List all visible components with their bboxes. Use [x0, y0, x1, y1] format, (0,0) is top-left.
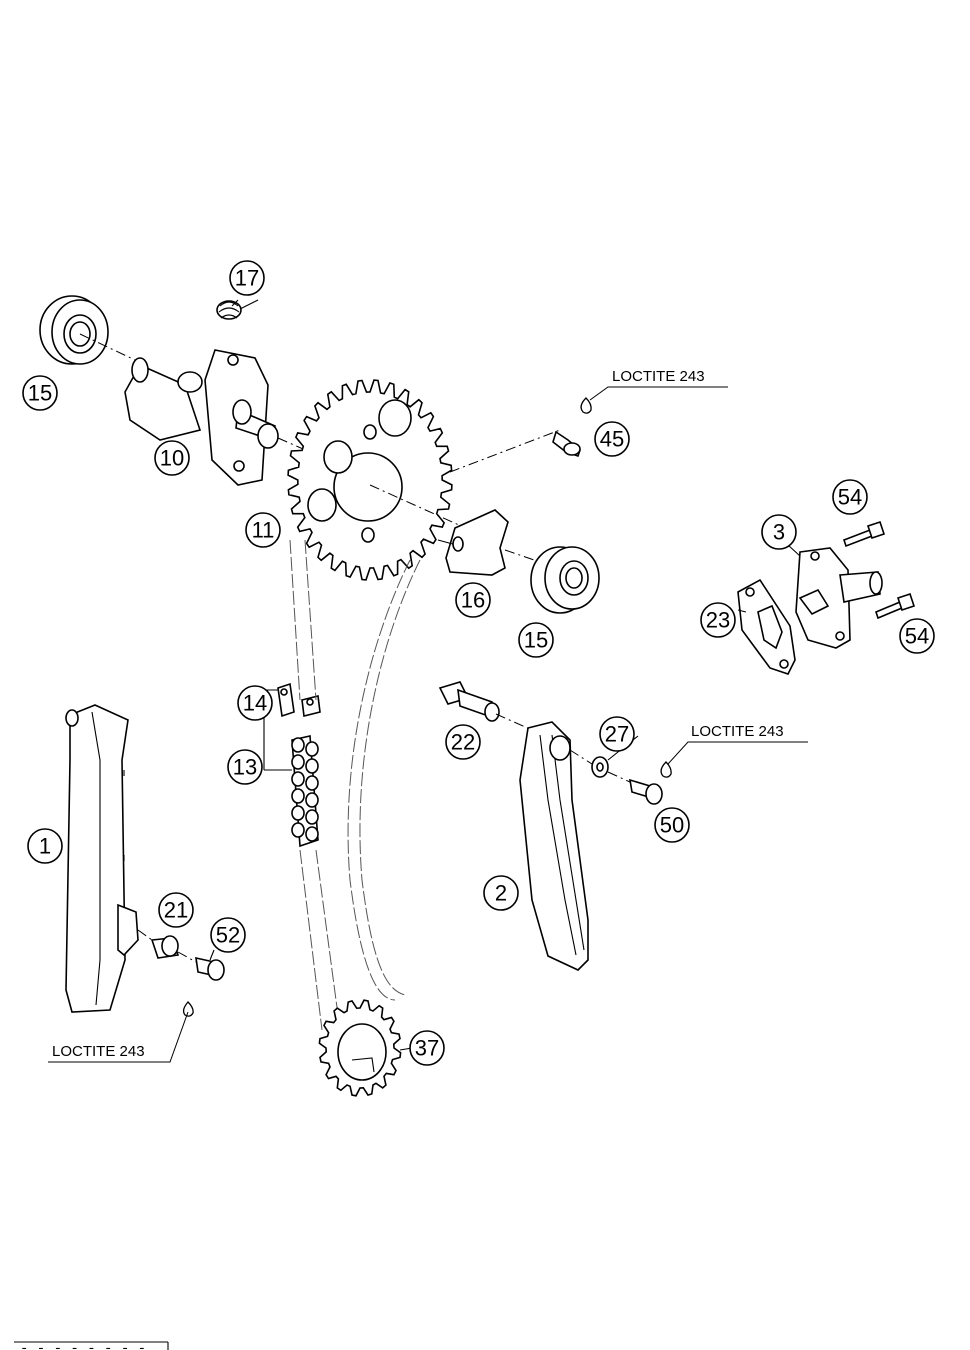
svg-text:LOCTITE 243: LOCTITE 243 [691, 723, 784, 740]
callout-52: 52 [210, 917, 246, 953]
bolt-52 [177, 951, 225, 1017]
callout-54-top: 54 [832, 479, 868, 515]
svg-text:16: 16 [461, 588, 485, 613]
callout-13: 13 [227, 749, 263, 785]
svg-text:13: 13 [233, 755, 257, 780]
cam-sprocket-11 [287, 379, 561, 581]
callout-54-bottom: 54 [899, 618, 935, 654]
svg-text:45: 45 [600, 427, 624, 452]
leader-lines [209, 299, 801, 1051]
bolt-45 [552, 397, 592, 458]
callout-23: 23 [700, 602, 736, 638]
callout-11: 11 [245, 512, 281, 548]
svg-text:2: 2 [495, 881, 507, 906]
chain-roller [305, 809, 319, 825]
svg-text:11: 11 [252, 518, 275, 543]
svg-text:17: 17 [235, 266, 259, 291]
chain-roller [291, 754, 305, 770]
spring-17 [216, 299, 259, 320]
chain-roller [291, 805, 305, 821]
callout-16: 16 [455, 582, 491, 618]
callout-45: 45 [594, 421, 630, 457]
svg-text:1: 1 [39, 834, 51, 859]
loctite-note-right: LOCTITE 243 [667, 723, 808, 765]
svg-text:27: 27 [605, 722, 629, 747]
callout-27: 27 [599, 716, 635, 752]
chain-roller [291, 737, 305, 753]
crank-sprocket-37 [318, 999, 402, 1097]
svg-text:15: 15 [524, 628, 548, 653]
callout-1: 1 [27, 828, 63, 864]
svg-text:37: 37 [415, 1036, 439, 1061]
chain-tensioner-3 [795, 547, 883, 649]
camshaft-10 [124, 349, 311, 486]
loctite-note-left: LOCTITE 243 [48, 1011, 189, 1063]
chain-link-14 [277, 682, 321, 718]
callout-15-right: 15 [518, 622, 554, 658]
svg-text:15: 15 [28, 381, 52, 406]
footer-code: - - - - - - - - [14, 1341, 169, 1350]
chain-loop-right [347, 559, 411, 1001]
bracket-16 [437, 509, 541, 576]
chain-roller [305, 741, 319, 757]
svg-text:14: 14 [243, 691, 267, 716]
loctite-note-top: LOCTITE 243 [589, 368, 728, 401]
svg-text:LOCTITE 243: LOCTITE 243 [52, 1043, 145, 1060]
washer-27 [591, 756, 631, 783]
bolt-54-bottom [875, 592, 916, 620]
bearing-15-right [530, 546, 600, 614]
chain-roller [291, 822, 305, 838]
callout-17: 17 [229, 260, 265, 296]
callout-10: 10 [154, 440, 190, 476]
svg-text:23: 23 [706, 608, 730, 633]
svg-text:3: 3 [773, 520, 785, 545]
chain-roller [291, 788, 305, 804]
timing-chain-13 [289, 539, 341, 1031]
svg-text:52: 52 [216, 923, 240, 948]
tensioner-rail-2 [519, 721, 593, 971]
svg-text:10: 10 [160, 446, 184, 471]
chain-roller [305, 758, 319, 774]
svg-text:50: 50 [660, 813, 684, 838]
callout-50: 50 [654, 807, 690, 843]
chain-roller [291, 771, 305, 787]
svg-text:22: 22 [451, 730, 475, 755]
chain-roller [305, 775, 319, 791]
svg-text:54: 54 [838, 485, 862, 510]
pivot-bolt-22 [438, 681, 533, 731]
callout-14: 14 [237, 685, 273, 721]
gasket-23 [737, 578, 796, 675]
bolt-50 [628, 761, 672, 805]
bushing-21 [137, 929, 180, 959]
callout-37: 37 [409, 1030, 445, 1066]
chain-roller [305, 792, 319, 808]
bolt-54-top [842, 520, 886, 548]
svg-text:21: 21 [164, 898, 188, 923]
callout-22: 22 [445, 724, 481, 760]
guide-rail-1 [65, 704, 139, 1013]
svg-text:LOCTITE 243: LOCTITE 243 [612, 368, 705, 385]
chain-roller [305, 826, 319, 842]
svg-text:- - - - - - - -: - - - - - - - - [20, 1341, 146, 1350]
bearing-15-left [39, 295, 136, 365]
chain-loop-right-inner [359, 559, 421, 996]
callout-3: 3 [761, 514, 797, 550]
callout-2: 2 [483, 875, 519, 911]
svg-text:54: 54 [905, 624, 929, 649]
callout-15-left: 15 [22, 375, 58, 411]
callout-21: 21 [158, 892, 194, 928]
